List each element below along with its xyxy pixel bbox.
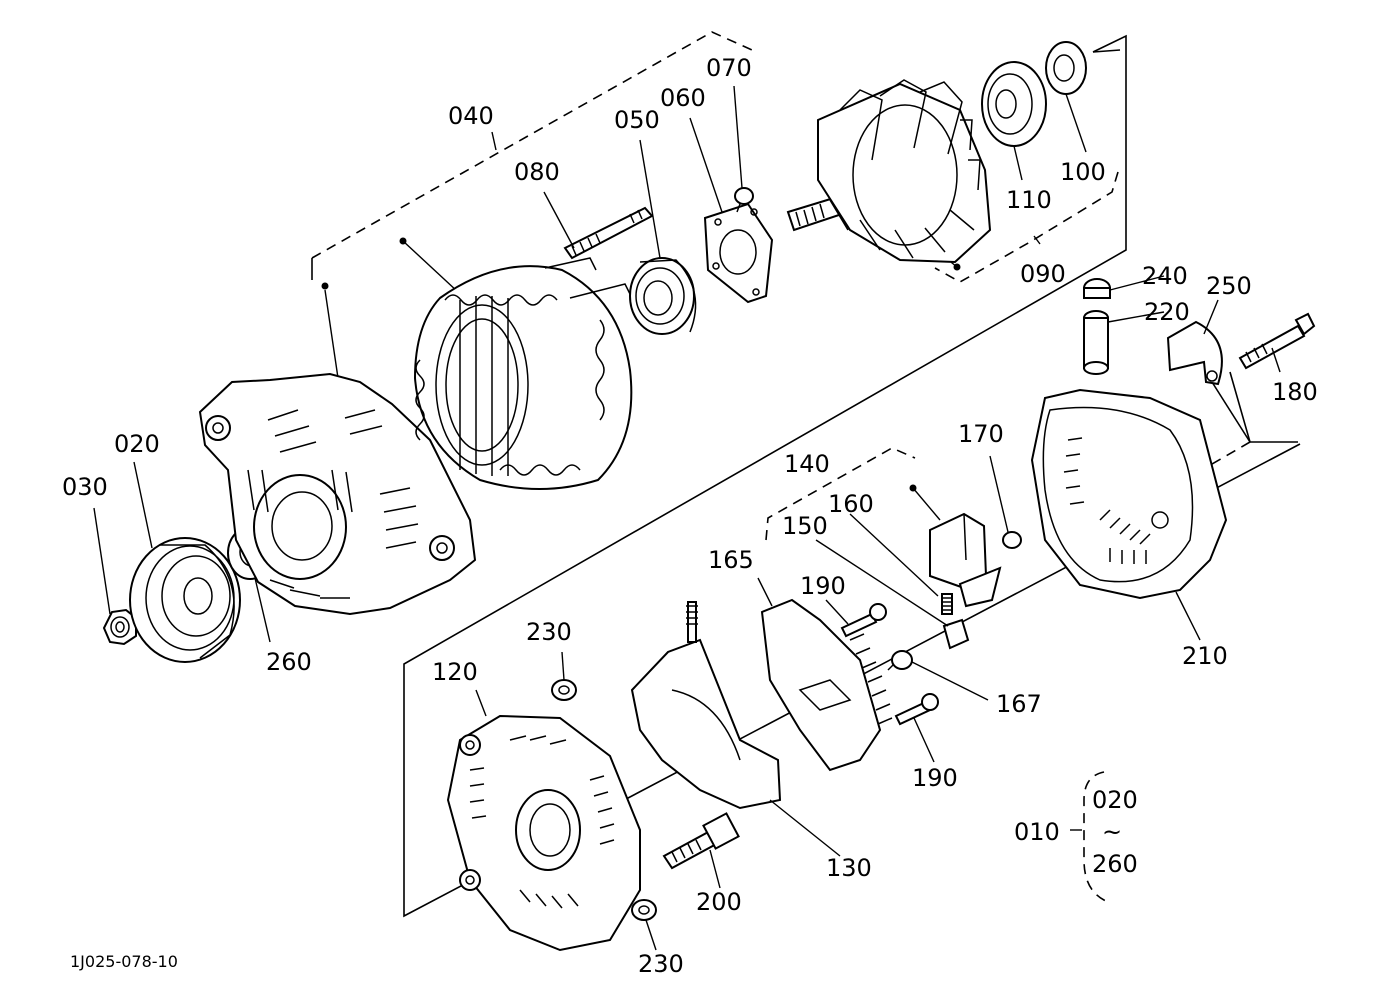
rectifier-130 xyxy=(630,601,782,810)
bearing-050 xyxy=(629,257,697,335)
label-190-lower: 190 xyxy=(912,764,958,792)
label-220: 220 xyxy=(1144,298,1190,326)
label-240: 240 xyxy=(1142,262,1188,290)
spring-160 xyxy=(941,593,953,615)
screw-167 xyxy=(887,650,913,671)
rear-bracket-120 xyxy=(446,714,641,952)
group-140-outline xyxy=(765,447,941,541)
label-100: 100 xyxy=(1060,158,1106,186)
pulley-020 xyxy=(129,537,241,663)
nut-230-lower xyxy=(631,899,657,921)
cover-100 xyxy=(1045,41,1087,95)
retainer-plate-060 xyxy=(703,202,774,304)
label-040: 040 xyxy=(448,102,494,130)
range-tilde: ~ xyxy=(1102,818,1122,846)
rear-cover-210 xyxy=(1030,388,1228,600)
group-040-outline xyxy=(311,31,753,379)
label-120: 120 xyxy=(432,658,478,686)
label-210: 210 xyxy=(1182,642,1228,670)
front-housing xyxy=(198,372,477,616)
screw-070 xyxy=(734,187,754,213)
label-060: 060 xyxy=(660,84,706,112)
bolt-180 xyxy=(1238,312,1316,370)
brush-150 xyxy=(942,618,970,650)
stator-coil xyxy=(413,257,633,490)
screw-190-upper xyxy=(840,603,887,638)
range-to: 260 xyxy=(1092,850,1138,878)
bolt-200 xyxy=(662,812,740,870)
brush-holder-165 xyxy=(760,598,893,772)
range-from: 020 xyxy=(1092,786,1138,814)
label-200: 200 xyxy=(696,888,742,916)
label-230-upper: 230 xyxy=(526,618,572,646)
screw-190-lower xyxy=(894,693,939,726)
label-230-lower: 230 xyxy=(638,950,684,978)
label-130: 130 xyxy=(826,854,872,882)
label-110: 110 xyxy=(1006,186,1052,214)
label-070: 070 xyxy=(706,54,752,82)
clamp-250 xyxy=(1166,320,1223,386)
assembly-brace xyxy=(1070,771,1109,903)
label-260: 260 xyxy=(266,648,312,676)
label-190-upper: 190 xyxy=(800,572,846,600)
leader-lines xyxy=(93,85,1281,951)
rotor-090 xyxy=(786,79,992,264)
label-160: 160 xyxy=(828,490,874,518)
label-010: 010 xyxy=(1014,818,1060,846)
label-165: 165 xyxy=(708,546,754,574)
drawing-code: 1J025-078-10 xyxy=(70,952,178,971)
label-030: 030 xyxy=(62,473,108,501)
label-180: 180 xyxy=(1272,378,1318,406)
terminal-nut-240 xyxy=(1083,278,1111,299)
label-170: 170 xyxy=(958,420,1004,448)
stud-bolt-080 xyxy=(563,206,654,260)
nut-230-upper xyxy=(551,679,577,701)
label-140: 140 xyxy=(784,450,830,478)
label-080: 080 xyxy=(514,158,560,186)
label-050: 050 xyxy=(614,106,660,134)
label-167: 167 xyxy=(996,690,1042,718)
insulator-220 xyxy=(1083,310,1109,375)
label-250: 250 xyxy=(1206,272,1252,300)
label-150: 150 xyxy=(782,512,828,540)
bearing-110 xyxy=(981,61,1047,147)
label-090: 090 xyxy=(1020,260,1066,288)
label-020: 020 xyxy=(114,430,160,458)
regulator-170 xyxy=(929,512,1022,608)
